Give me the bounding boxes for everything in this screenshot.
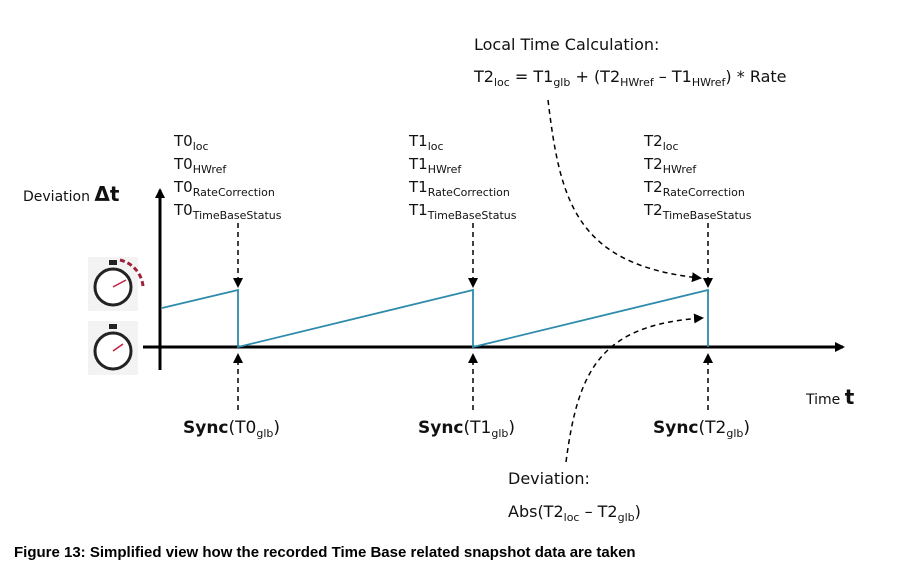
y-axis-label: Deviation Δt: [23, 182, 120, 206]
svg-text:T2HWref: T2HWref: [643, 155, 697, 176]
svg-text:T0TimeBaseStatus: T0TimeBaseStatus: [173, 201, 282, 222]
calc-curve-arrow: [547, 99, 702, 283]
svg-text:Deviation:: Deviation:: [508, 469, 590, 488]
sync-arrows: [233, 353, 713, 410]
deviation-formula: Deviation: Abs(T2loc – T2glb): [508, 469, 641, 524]
deviation-ramp: [161, 288, 709, 349]
figure-caption: Figure 13: Simplified view how the recor…: [14, 544, 636, 561]
local-time-calculation: Local Time Calculation: T2loc = T1glb + …: [473, 35, 787, 89]
snapshot-arrows: [233, 223, 713, 288]
svg-text:T2loc: T2loc: [643, 132, 679, 153]
sync-labels: Sync(T0glb) Sync(T1glb) Sync(T2glb): [183, 418, 750, 440]
svg-text:T0HWref: T0HWref: [173, 155, 227, 176]
svg-text:T2loc = T1glb + (T2HWref – T1H: T2loc = T1glb + (T2HWref – T1HWref) * Ra…: [473, 67, 787, 89]
deviation-curve-arrow: [565, 313, 704, 463]
svg-text:T1loc: T1loc: [408, 132, 444, 153]
snapshot-labels: T0loc T0HWref T0RateCorrection T0TimeBas…: [173, 132, 752, 222]
svg-text:T0loc: T0loc: [173, 132, 209, 153]
x-axis-label: Time t: [805, 385, 855, 409]
svg-text:T2RateCorrection: T2RateCorrection: [643, 178, 745, 199]
stopwatch-icon: [88, 321, 138, 375]
svg-text:T0RateCorrection: T0RateCorrection: [173, 178, 275, 199]
svg-text:Local Time Calculation:: Local Time Calculation:: [474, 35, 659, 54]
svg-text:T2TimeBaseStatus: T2TimeBaseStatus: [643, 201, 752, 222]
svg-text:Sync(T1glb): Sync(T1glb): [418, 418, 515, 440]
svg-text:T1TimeBaseStatus: T1TimeBaseStatus: [408, 201, 517, 222]
svg-text:T1RateCorrection: T1RateCorrection: [408, 178, 510, 199]
svg-text:Sync(T0glb): Sync(T0glb): [183, 418, 280, 440]
stopwatch-fast-icon: [88, 257, 145, 311]
svg-text:Sync(T2glb): Sync(T2glb): [653, 418, 750, 440]
time-base-diagram: Deviation Δt Time t T0loc T0HWref T0Rate…: [23, 35, 855, 524]
svg-text:Abs(T2loc – T2glb): Abs(T2loc – T2glb): [508, 502, 641, 524]
svg-text:T1HWref: T1HWref: [408, 155, 462, 176]
